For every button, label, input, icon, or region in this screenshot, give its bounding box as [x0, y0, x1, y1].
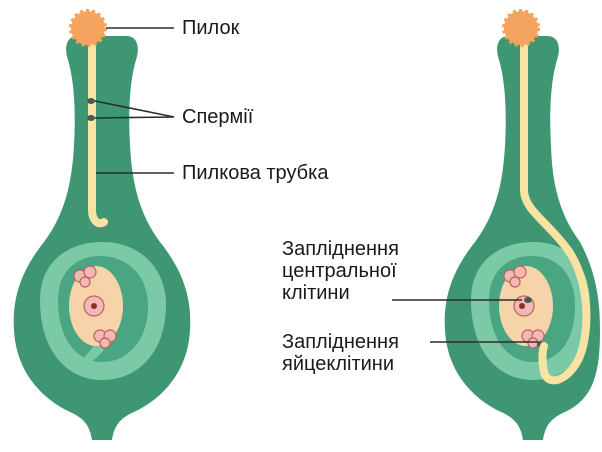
sperm-leader-2: [95, 117, 174, 118]
label-pollen-tube: Пилкова трубка: [182, 162, 328, 184]
left-pollen-grain: [71, 11, 105, 45]
label-pollen: Пилок: [182, 17, 239, 39]
left-central-cell: [84, 296, 104, 316]
left-pistil: [14, 11, 191, 440]
label-central-cell-fertilization: Запліднення центральної клітини: [282, 238, 399, 304]
right-pistil: [445, 11, 600, 440]
label-egg-cell-fertilization: Запліднення яйцеклітини: [282, 331, 399, 375]
right-fertilized-central-cell: [514, 296, 534, 316]
right-pollen-grain: [504, 11, 538, 45]
left-sperm-1: [87, 98, 95, 104]
left-sperm-2: [87, 115, 95, 121]
label-sperms: Спермії: [182, 106, 253, 128]
